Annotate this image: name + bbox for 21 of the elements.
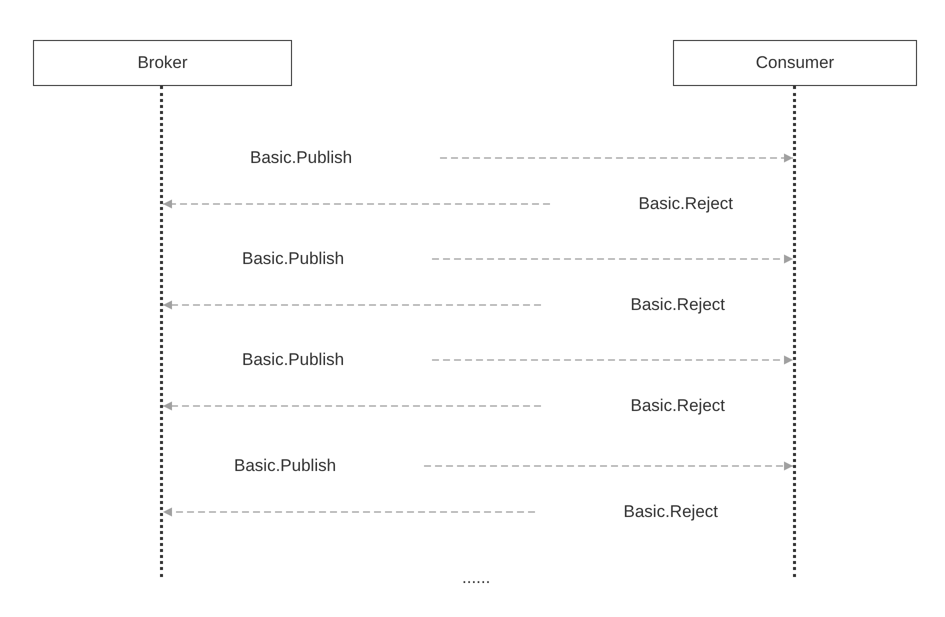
message-label: Basic.Reject: [630, 295, 725, 315]
lifeline: [793, 86, 796, 577]
message-arrow: [163, 200, 550, 208]
message-label: Basic.Reject: [638, 194, 733, 214]
message-arrow: [440, 154, 793, 162]
message-arrow: [163, 300, 541, 310]
participant-box: Consumer: [673, 40, 917, 86]
message-label: Basic.Publish: [234, 456, 336, 476]
lifeline: [160, 86, 163, 577]
participant-box: Broker: [33, 40, 292, 86]
continuation-dots: ......: [462, 568, 490, 588]
message-label: Basic.Reject: [624, 502, 718, 522]
message-label: Basic.Publish: [242, 350, 344, 370]
message-arrow: [163, 402, 541, 410]
message-arrow: [432, 254, 793, 264]
message-label: Basic.Publish: [250, 148, 352, 168]
message-arrow: [163, 508, 535, 516]
message-label: Basic.Reject: [630, 396, 725, 416]
message-arrow: [424, 462, 793, 470]
message-label: Basic.Publish: [242, 249, 344, 269]
message-arrow: [432, 356, 793, 364]
